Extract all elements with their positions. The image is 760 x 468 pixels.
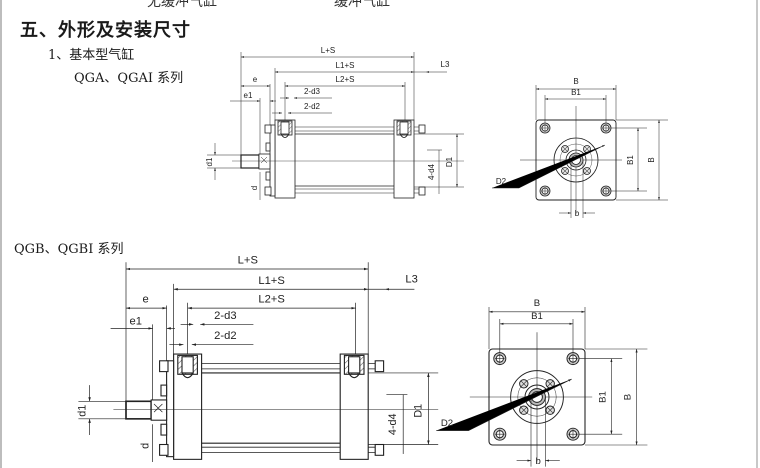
dimension-label-d1: d1 bbox=[76, 405, 88, 417]
subsection-title: 1、基本型气缸 bbox=[48, 48, 135, 63]
dimension-label-e: e bbox=[142, 294, 148, 306]
dimension-label-B1-vertical: B1 bbox=[626, 155, 635, 165]
dimension-label-B-vertical: B bbox=[647, 157, 656, 162]
dimension-label-d1: d1 bbox=[205, 157, 214, 166]
dimension-label-B: B bbox=[573, 77, 578, 86]
side-view-qga: L+SL1+S L2+S L3 ee1 2-d3 2-d2 d1 d 4-d4 D1 bbox=[205, 46, 464, 200]
dimension-label-B1-vertical: B1 bbox=[597, 391, 608, 403]
dimension-label-b: b bbox=[536, 456, 541, 467]
dimension-label-d: d bbox=[250, 186, 259, 190]
dimension-label-4-d4: 4-d4 bbox=[427, 163, 436, 180]
dimension-label-e1: e1 bbox=[130, 316, 142, 328]
side-view-qgb: L+SL1+S L2+S L3 ee1 2-d3 2-d2 d1 d 4-d4 D1 bbox=[76, 255, 439, 463]
column-heading-cushion: 缓冲气缸 bbox=[334, 0, 390, 10]
dimension-label-2-d3: 2-d3 bbox=[304, 87, 321, 96]
series-label-qgb: QGB、QGBI 系列 bbox=[14, 242, 124, 257]
dimension-label-B: B bbox=[534, 298, 540, 309]
dimension-label-B1: B1 bbox=[531, 311, 543, 322]
dimension-label-B-vertical: B bbox=[623, 394, 634, 400]
dimension-label-e1: e1 bbox=[244, 91, 253, 100]
dimension-label-l-plus-s: L+S bbox=[238, 255, 258, 267]
dimension-label-l2-plus-s: L2+S bbox=[258, 294, 284, 306]
dimension-label-e: e bbox=[253, 75, 258, 84]
dimension-label-l-plus-s: L+S bbox=[321, 46, 335, 55]
dimension-label-D2: D2 bbox=[441, 418, 453, 429]
dimension-label-l3: L3 bbox=[405, 274, 417, 286]
series-label-qga: QGA、QGAI 系列 bbox=[74, 71, 184, 86]
dimension-label-d: d bbox=[139, 443, 151, 449]
dimension-label-D2: D2 bbox=[496, 177, 507, 186]
dimension-label-D1: D1 bbox=[445, 156, 454, 167]
dimension-label-B1: B1 bbox=[571, 88, 581, 97]
dimension-label-2-d2: 2-d2 bbox=[304, 102, 321, 111]
dimension-label-l1-plus-s: L1+S bbox=[336, 61, 355, 70]
section-title: 五、外形及安装尺寸 bbox=[20, 20, 191, 41]
dimension-label-l3: L3 bbox=[441, 60, 450, 69]
dimension-label-2-d2: 2-d2 bbox=[214, 330, 236, 342]
column-heading-no-cushion: 无缓冲气缸 bbox=[147, 0, 217, 10]
dimension-label-4-d4: 4-d4 bbox=[387, 413, 399, 435]
dimension-label-l2-plus-s: L2+S bbox=[336, 75, 355, 84]
dimension-label-b: b bbox=[575, 209, 580, 218]
dimension-label-2-d3: 2-d3 bbox=[214, 310, 236, 322]
dimension-label-D1: D1 bbox=[412, 404, 424, 418]
dimension-label-l1-plus-s: L1+S bbox=[258, 275, 284, 287]
